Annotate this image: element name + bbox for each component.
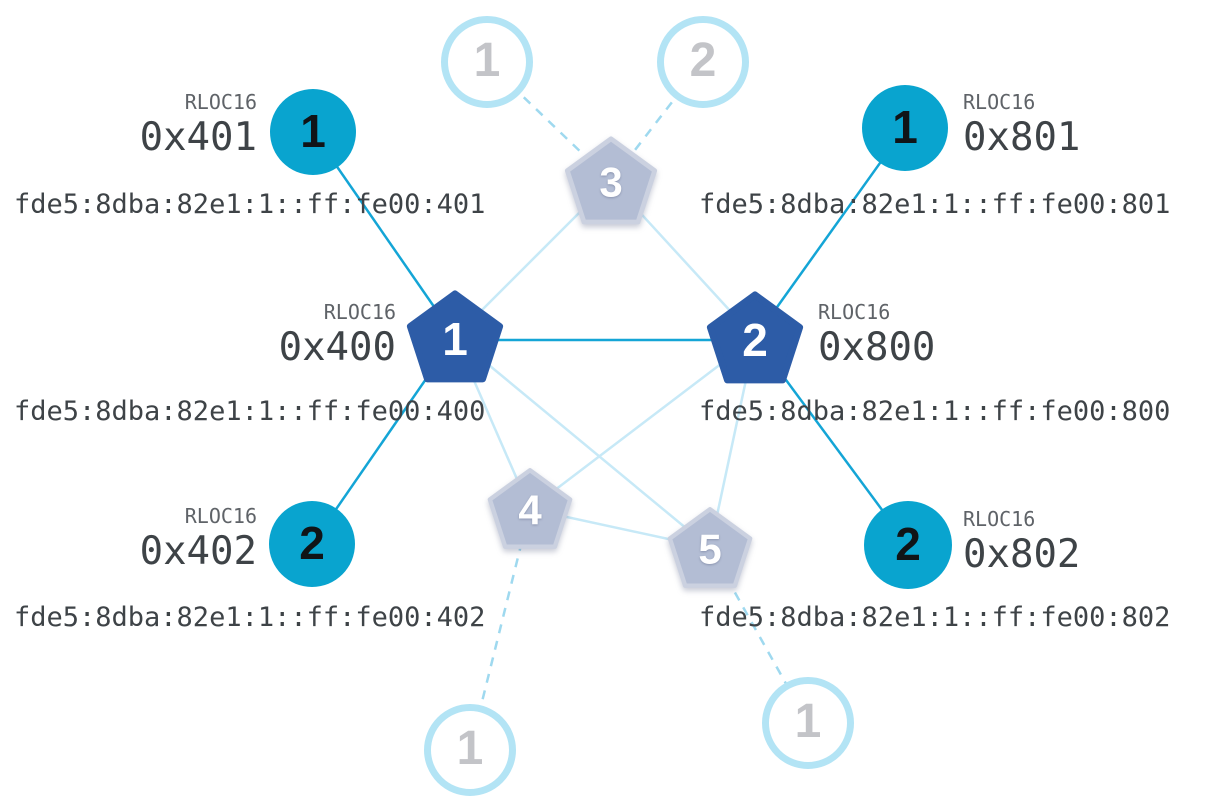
inactive-child-node-bottom-2[interactable]: 1: [762, 677, 854, 769]
router-node-2[interactable]: 2: [706, 291, 804, 385]
rloc16-value: 0x402: [139, 529, 257, 574]
ipv6-address-402: fde5:8dba:82e1:1::ff:fe00:402: [14, 602, 486, 633]
pentagon-icon: [706, 291, 804, 384]
inactive-child-node-bottom-1[interactable]: 1: [424, 704, 516, 796]
node-number: 2: [689, 34, 717, 88]
rloc16-value: 0x401: [139, 115, 257, 160]
node-number: 1: [442, 312, 468, 365]
node-number: 1: [794, 695, 822, 749]
child-node-802[interactable]: 2: [864, 501, 952, 589]
inactive-router-node-3[interactable]: 3: [562, 135, 660, 227]
node-number: 4: [518, 486, 542, 534]
rloc16-value: 0x802: [963, 532, 1081, 577]
child-node-402[interactable]: 2: [269, 501, 355, 587]
inactive-router-node-5[interactable]: 5: [666, 505, 754, 591]
rloc16-caption: RLOC16: [818, 300, 891, 324]
router-node-1[interactable]: 1: [406, 290, 504, 384]
node-number: 3: [599, 158, 623, 206]
node-number: 2: [895, 518, 921, 571]
inactive-router-node-4[interactable]: 4: [486, 466, 574, 552]
rloc16-value: 0x801: [963, 115, 1081, 160]
ipv6-address-400: fde5:8dba:82e1:1::ff:fe00:400: [14, 396, 486, 427]
rloc-label-401: RLOC16 0x401: [140, 88, 257, 160]
node-number: 1: [456, 722, 484, 776]
rloc16-caption: RLOC16: [184, 90, 257, 114]
rloc16-value: 0x800: [818, 325, 936, 370]
child-node-401[interactable]: 1: [270, 89, 356, 175]
rloc16-caption: RLOC16: [323, 300, 396, 324]
rloc16-caption: RLOC16: [963, 90, 1036, 114]
node-number: 1: [473, 34, 501, 88]
rloc16-caption: RLOC16: [963, 507, 1036, 531]
link-router1-router5: [454, 336, 711, 549]
node-number: 5: [698, 525, 722, 573]
rloc-label-400: RLOC16 0x400: [279, 298, 396, 370]
node-number: 1: [892, 101, 918, 154]
node-number: 2: [742, 313, 768, 366]
ipv6-address-401: fde5:8dba:82e1:1::ff:fe00:401: [14, 189, 486, 220]
link-router2-router4: [529, 337, 756, 510]
pentagon-icon: [564, 136, 658, 225]
rloc-label-800: RLOC16 0x800: [818, 298, 935, 370]
rloc16-caption: RLOC16: [184, 504, 257, 528]
pentagon-icon: [667, 507, 753, 588]
rloc-label-802: RLOC16 0x802: [963, 505, 1080, 577]
ipv6-address-800: fde5:8dba:82e1:1::ff:fe00:800: [699, 396, 1171, 427]
node-number: 1: [300, 105, 326, 158]
inactive-child-node-top-2[interactable]: 2: [657, 16, 749, 108]
ipv6-address-802: fde5:8dba:82e1:1::ff:fe00:802: [699, 602, 1171, 633]
ipv6-address-801: fde5:8dba:82e1:1::ff:fe00:801: [699, 189, 1171, 220]
pentagon-icon: [406, 290, 504, 383]
child-node-801[interactable]: 1: [862, 85, 948, 171]
node-number: 2: [299, 517, 325, 570]
rloc16-value: 0x400: [278, 325, 396, 370]
inactive-child-node-top-1[interactable]: 1: [441, 16, 533, 108]
rloc-label-801: RLOC16 0x801: [963, 88, 1080, 160]
rloc-label-402: RLOC16 0x402: [140, 502, 257, 574]
pentagon-icon: [487, 468, 573, 549]
